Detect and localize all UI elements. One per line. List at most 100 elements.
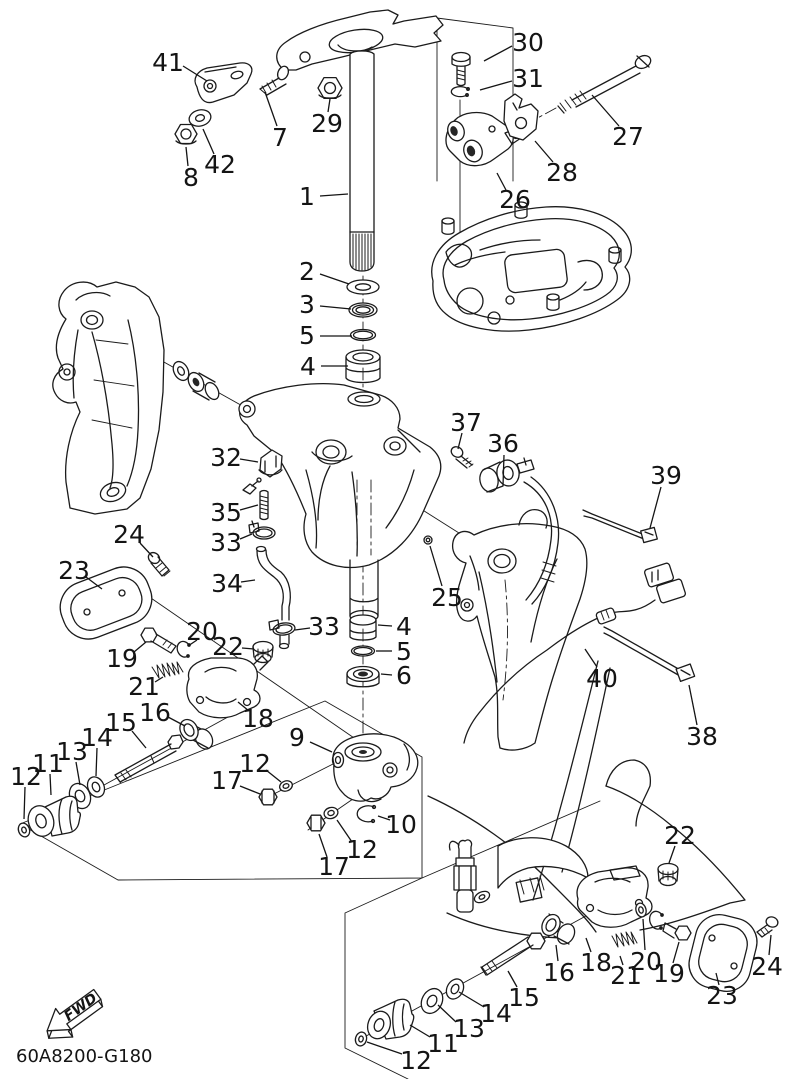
callout-13: 13 xyxy=(453,1014,485,1043)
leader-line-32 xyxy=(239,458,259,463)
side-fittings-drawing xyxy=(242,449,296,650)
callout-25: 25 xyxy=(431,583,463,612)
callout-23: 23 xyxy=(706,981,738,1010)
callout-27: 27 xyxy=(612,122,644,151)
leader-line-17 xyxy=(318,833,328,858)
leader-line-42 xyxy=(202,128,215,155)
leader-line-12 xyxy=(265,769,282,783)
leader-line-3 xyxy=(319,305,352,310)
leader-line-24 xyxy=(768,934,772,956)
callout-21: 21 xyxy=(128,672,160,701)
leader-line-8 xyxy=(185,146,189,167)
leader-line-11 xyxy=(409,1024,431,1038)
callout-12: 12 xyxy=(239,749,271,778)
washer-42-drawing xyxy=(188,109,212,127)
callout-29: 29 xyxy=(311,109,343,138)
leader-line-39 xyxy=(649,486,662,529)
lower-seal-stack-drawing xyxy=(346,614,380,688)
callout-12: 12 xyxy=(346,835,378,864)
leader-line-21 xyxy=(154,676,164,683)
leader-line-11 xyxy=(49,773,52,796)
bolt-27-drawing xyxy=(557,54,652,114)
callout-16: 16 xyxy=(543,958,575,987)
leader-line-15 xyxy=(131,730,147,749)
leader-line-25 xyxy=(429,545,443,587)
upper-seal-stack-drawing xyxy=(345,279,381,384)
callout-15: 15 xyxy=(105,708,137,737)
leader-line-7 xyxy=(264,91,278,127)
steering-shaft-drawing xyxy=(349,50,375,272)
leader-line-16 xyxy=(555,944,559,962)
callout-12: 12 xyxy=(400,1046,432,1075)
leader-line-23 xyxy=(715,972,720,986)
callout-1: 1 xyxy=(299,182,315,211)
plate-28-drawing xyxy=(503,93,539,141)
callout-33: 33 xyxy=(308,612,340,641)
callout-3: 3 xyxy=(299,290,315,319)
bracket-41-drawing xyxy=(194,62,253,104)
leader-line-12 xyxy=(336,819,353,843)
trim-wire-40-drawing xyxy=(463,562,687,744)
callout-5: 5 xyxy=(299,321,315,350)
circlip-31-drawing xyxy=(450,86,470,98)
leader-line-21 xyxy=(619,955,624,966)
callout-18: 18 xyxy=(580,948,612,977)
callout-11: 11 xyxy=(427,1029,459,1058)
callout-19: 19 xyxy=(653,959,685,988)
callout-16: 16 xyxy=(139,698,171,727)
callout-4: 4 xyxy=(300,352,316,381)
callout-30: 30 xyxy=(512,28,544,57)
callout-37: 37 xyxy=(450,408,482,437)
starboard-lower-mount-drawing xyxy=(354,862,779,1047)
leader-line-38 xyxy=(688,684,698,726)
cable-tie-39-drawing xyxy=(582,509,658,544)
callout-11: 11 xyxy=(32,749,64,778)
leader-line-18 xyxy=(237,701,250,712)
oring-25-drawing xyxy=(423,535,433,545)
leader-line-28 xyxy=(534,140,554,163)
leader-line-12 xyxy=(366,1041,403,1055)
callout-22: 22 xyxy=(212,632,244,661)
leader-line-20 xyxy=(187,639,198,647)
trim-cable-retainer-36-drawing xyxy=(479,457,560,605)
callout-23: 23 xyxy=(58,556,90,585)
leader-line-22 xyxy=(241,647,255,650)
stern-bracket-starboard-drawing xyxy=(427,660,746,939)
callout-2: 2 xyxy=(299,257,315,286)
leader-line-31 xyxy=(479,80,513,91)
callout-8: 8 xyxy=(183,163,199,192)
callout-7: 7 xyxy=(272,123,288,152)
leader-line-20 xyxy=(642,918,646,951)
swivel-bracket-drawing xyxy=(238,382,442,623)
callout-26: 26 xyxy=(499,185,531,214)
callout-9: 9 xyxy=(289,723,305,752)
leader-line-15 xyxy=(507,970,518,988)
leader-line-13 xyxy=(75,761,81,786)
callout-14: 14 xyxy=(480,999,512,1028)
callout-32: 32 xyxy=(210,443,242,472)
callout-36: 36 xyxy=(487,429,519,458)
leader-line-40 xyxy=(584,648,598,668)
leader-line-22 xyxy=(668,845,676,864)
leader-line-13 xyxy=(437,1004,457,1023)
leader-line-19 xyxy=(133,641,147,653)
callout-28: 28 xyxy=(546,158,578,187)
leader-line-35 xyxy=(239,504,259,511)
bolt-7-drawing xyxy=(259,65,290,96)
leader-line-24 xyxy=(139,542,154,558)
leader-line-1 xyxy=(319,193,349,197)
callout-42: 42 xyxy=(204,150,236,179)
leader-line-23 xyxy=(85,576,103,590)
leader-line-33 xyxy=(239,533,253,540)
drawing-code: 60A8200-G180 xyxy=(16,1046,153,1067)
bolt-37-drawing xyxy=(450,446,474,469)
leader-line-10 xyxy=(377,815,391,821)
bolt-30-drawing xyxy=(451,51,471,87)
leader-line-26 xyxy=(496,172,507,191)
leader-line-34 xyxy=(240,579,256,583)
callout-20: 20 xyxy=(630,947,662,976)
cable-tie-38-drawing xyxy=(603,626,696,683)
